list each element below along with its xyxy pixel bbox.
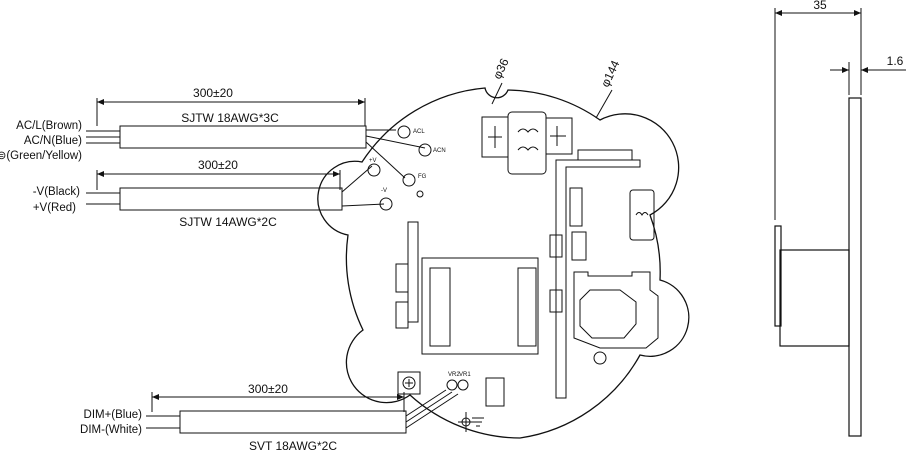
ac-cable-length: 300±20 — [193, 86, 233, 100]
dc-cable: 300±20 SJTW 14AWG*2C -V(Black) +V(Red) +… — [33, 158, 393, 229]
pcb-outline — [317, 87, 690, 439]
ac-wire-brown: AC/L(Brown) — [16, 120, 82, 132]
ac-wire-blue: AC/N(Blue) — [24, 135, 82, 147]
dim-wire-white: DIM-(White) — [80, 424, 142, 436]
pcb-components — [395, 111, 659, 432]
side-view: 35 1.6 — [774, 0, 906, 437]
pad-minus-v: -V — [381, 188, 387, 194]
pad-acn: ACN — [433, 148, 446, 154]
pad-fg: FG — [418, 174, 427, 180]
thickness-label: 1.6 — [887, 54, 904, 68]
dc-wire-red: +V(Red) — [33, 202, 76, 214]
ac-wire-ground: FG⊜(Green/Yellow) — [0, 150, 82, 162]
dim-cable: 300±20 SVT 18AWG*2C DIM+(Blue) DIM-(Whit… — [80, 382, 459, 453]
vr1-label: VR1 — [459, 372, 471, 378]
diameter-36-label: φ36 — [490, 56, 512, 81]
pad-acl: ACL — [413, 129, 425, 135]
vr2-label: VR2 — [448, 372, 460, 378]
depth-label: 35 — [813, 0, 827, 12]
diameter-144-label: φ144 — [598, 58, 623, 89]
pad-plus-v: +V — [369, 158, 377, 164]
dim-wire-blue: DIM+(Blue) — [84, 409, 143, 421]
ac-cable-type: SJTW 18AWG*3C — [181, 111, 279, 125]
dim-cable-length: 300±20 — [248, 382, 288, 396]
dc-wire-black: -V(Black) — [33, 186, 80, 198]
ac-cable: 300±20 SJTW 18AWG*3C AC/L(Brown) AC/N(Bl… — [0, 86, 446, 198]
dim-cable-type: SVT 18AWG*2C — [249, 439, 337, 453]
dc-cable-type: SJTW 14AWG*2C — [179, 215, 277, 229]
dc-cable-length: 300±20 — [198, 158, 238, 172]
